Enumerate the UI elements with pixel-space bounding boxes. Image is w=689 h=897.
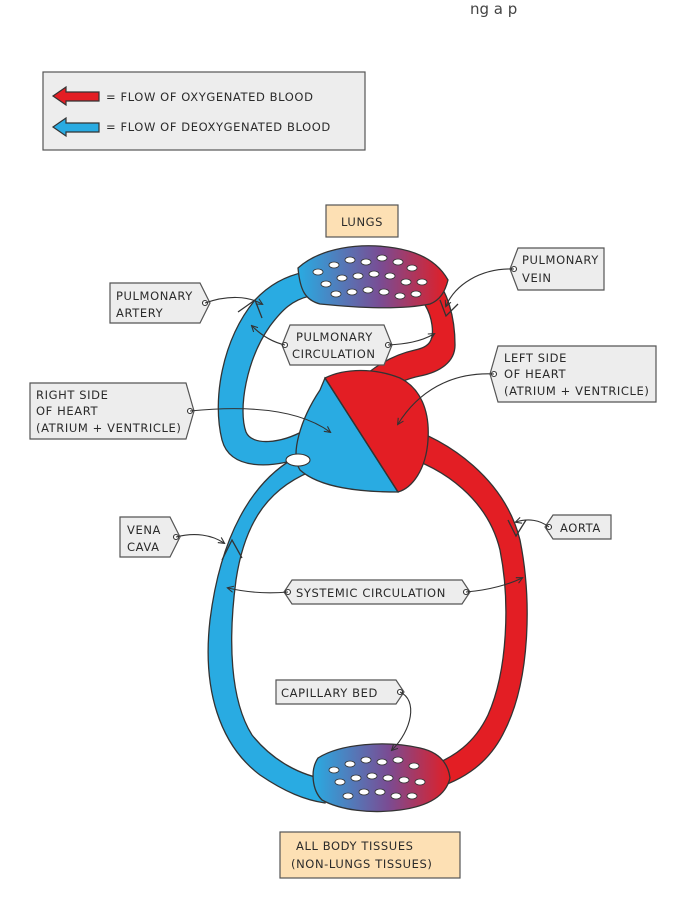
- pulmonary-circulation-label: PULMONARY CIRCULATION: [252, 324, 434, 366]
- capillary-bed-label: CAPILLARY BED: [275, 679, 412, 750]
- legend-box: [42, 71, 366, 151]
- svg-text:PULMONARY: PULMONARY: [296, 330, 373, 344]
- deoxygenated-arrow-icon: [51, 116, 100, 138]
- lungs-capillaries: [297, 245, 449, 309]
- svg-text:(NON-LUNGS TISSUES): (NON-LUNGS TISSUES): [291, 857, 433, 871]
- pulmonary-artery-label: PULMONARY ARTERY: [109, 282, 262, 324]
- heart: [285, 369, 429, 493]
- aorta-vessel: [399, 424, 528, 791]
- svg-text:(ATRIUM + VENTRICLE): (ATRIUM + VENTRICLE): [504, 384, 650, 398]
- svg-text:ALL BODY TISSUES: ALL BODY TISSUES: [296, 839, 414, 853]
- svg-text:LUNGS: LUNGS: [341, 215, 383, 229]
- svg-text:AORTA: AORTA: [560, 521, 601, 535]
- pulmonary-artery-flow-arrow: [237, 298, 263, 319]
- svg-text:CAPILLARY BED: CAPILLARY BED: [281, 686, 378, 700]
- header-partial-text: ng a p: [470, 0, 517, 18]
- vena-cava-label: VENA CAVA: [119, 516, 224, 558]
- heart-septum-gap: [285, 453, 311, 467]
- left-side-of-heart-label: LEFT SIDE OF HEART (ATRIUM + VENTRICLE): [398, 345, 657, 424]
- aorta-label: AORTA: [516, 514, 612, 540]
- svg-text:ARTERY: ARTERY: [116, 306, 164, 320]
- body-capillaries: [312, 743, 451, 813]
- legend-oxygenated-label: = FLOW OF OXYGENATED BLOOD: [106, 90, 314, 104]
- svg-text:VEIN: VEIN: [522, 271, 552, 285]
- svg-text:VENA: VENA: [127, 523, 161, 537]
- pulmonary-vein-flow-arrow: [439, 299, 459, 318]
- svg-text:PULMONARY: PULMONARY: [116, 289, 193, 303]
- right-side-of-heart-label: RIGHT SIDE OF HEART (ATRIUM + VENTRICLE): [29, 382, 330, 440]
- svg-text:RIGHT SIDE: RIGHT SIDE: [36, 388, 108, 402]
- svg-text:SYSTEMIC CIRCULATION: SYSTEMIC CIRCULATION: [296, 586, 446, 600]
- pulmonary-vein-label: PULMONARY VEIN: [446, 247, 605, 306]
- svg-text:(ATRIUM + VENTRICLE): (ATRIUM + VENTRICLE): [36, 421, 182, 435]
- legend: = FLOW OF OXYGENATED BLOOD = FLOW OF DEO…: [42, 71, 366, 151]
- right-side-of-heart: [295, 376, 400, 493]
- svg-text:CAVA: CAVA: [127, 540, 160, 554]
- svg-text:LEFT SIDE: LEFT SIDE: [504, 351, 567, 365]
- svg-text:OF HEART: OF HEART: [36, 404, 98, 418]
- left-side-of-heart: [324, 369, 429, 493]
- body-tissues-label: ALL BODY TISSUES (NON-LUNGS TISSUES): [279, 831, 461, 879]
- pulmonary-artery-vessel: [217, 271, 311, 466]
- svg-text:CIRCULATION: CIRCULATION: [292, 347, 376, 361]
- svg-text:PULMONARY: PULMONARY: [522, 253, 599, 267]
- oxygenated-arrow-icon: [51, 85, 100, 107]
- vena-cava-vessel: [207, 454, 331, 804]
- aorta-flow-arrow: [507, 519, 527, 538]
- lungs-label: LUNGS: [325, 204, 399, 238]
- svg-text:OF HEART: OF HEART: [504, 367, 566, 381]
- legend-deoxygenated-label: = FLOW OF DEOXYGENATED BLOOD: [106, 120, 331, 134]
- systemic-circulation-label: SYSTEMIC CIRCULATION: [228, 578, 522, 605]
- vena-cava-flow-arrow: [221, 538, 243, 561]
